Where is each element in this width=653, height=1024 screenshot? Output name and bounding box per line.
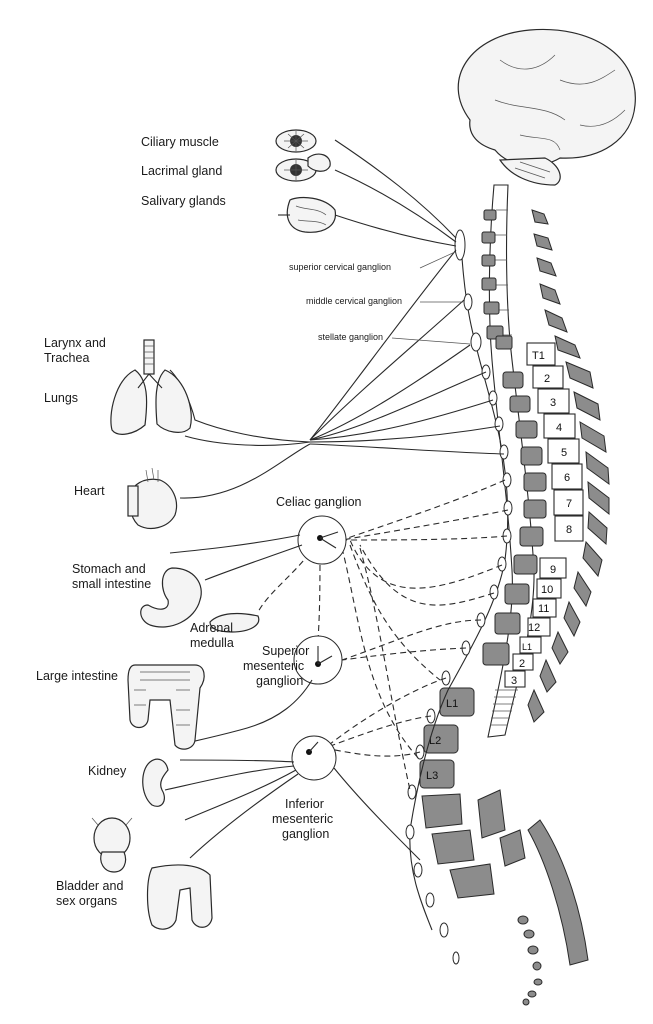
label-bladder-1: Bladder and [56,879,123,893]
segment-t5: 5 [561,447,567,459]
label-lacrimal-gland: Lacrimal gland [141,164,222,178]
celiac-ganglion [297,515,347,565]
label-larynx-2: Trachea [44,351,89,365]
segment-t4: 4 [556,422,562,434]
eye-ciliary-icon [275,129,317,153]
segment-t9: 9 [550,564,556,576]
segment-t11: 11 [538,603,549,615]
label-inf-mes-1: Inferior [285,797,324,811]
segment-t1: T1 [532,350,545,362]
label-sup-mes-2: mesenteric [243,659,304,673]
segment-l1-cord: L1 [522,642,532,652]
label-stomach-2: small intestine [72,577,151,591]
lungs-icon [110,339,192,435]
heart-icon [127,467,178,529]
segment-l3-cord: 3 [511,675,517,687]
preganglionic-fibers [257,479,509,791]
label-adrenal-2: medulla [190,636,234,650]
segment-l2-cord: 2 [519,658,525,670]
label-salivary-glands: Salivary glands [141,194,226,208]
label-stellate-ganglion: stellate ganglion [318,332,383,342]
vertebra-label-l2: L2 [429,735,441,747]
inferior-mesenteric-ganglion [291,735,337,781]
segment-t2: 2 [544,373,550,385]
kidney-icon [142,758,169,807]
segment-t10: 10 [541,584,553,596]
segment-t12: 12 [528,622,540,634]
label-kidney: Kidney [88,764,127,778]
label-inf-mes-2: mesenteric [272,812,333,826]
coccyx [517,915,543,1006]
label-inf-mes-3: ganglion [282,827,329,841]
brain [457,28,636,186]
superior-mesenteric-ganglion [293,635,343,685]
leader-superior-cervical [419,251,456,269]
stomach-icon [140,567,202,628]
segment-t3: 3 [550,397,556,409]
large-intestine-icon [127,664,205,750]
vertebra-label-l1: L1 [446,698,458,710]
eye-lacrimal-icon [275,153,331,182]
label-sup-mes-1: Superior [262,644,309,658]
adrenal-icon [209,612,260,633]
label-adrenal-1: Adrenal [190,621,233,635]
label-sup-mes-3: ganglion [256,674,303,688]
bladder-icon [91,817,133,873]
segment-t7: 7 [566,498,572,510]
label-ciliary-muscle: Ciliary muscle [141,135,219,149]
label-superior-cervical-ganglion: superior cervical ganglion [289,262,391,272]
salivary-gland-icon [278,196,336,233]
label-celiac-ganglion: Celiac ganglion [276,495,362,509]
segment-t6: 6 [564,472,570,484]
sympathetic-chain [405,229,513,965]
segment-t8: 8 [566,524,572,536]
spinous-processes [527,209,610,966]
vertebra-label-l3: L3 [426,770,438,782]
label-middle-cervical-ganglion: middle cervical ganglion [306,296,402,306]
label-stomach-1: Stomach and [72,562,146,576]
label-large-intestine: Large intestine [36,669,118,683]
label-heart: Heart [74,484,105,498]
label-bladder-2: sex organs [56,894,117,908]
label-lungs: Lungs [44,391,78,405]
sex-organs-icon [146,864,213,930]
vertebral-bodies: L1 L2 L3 [419,209,547,899]
leader-stellate [391,337,471,345]
label-larynx-1: Larynx and [44,336,106,350]
